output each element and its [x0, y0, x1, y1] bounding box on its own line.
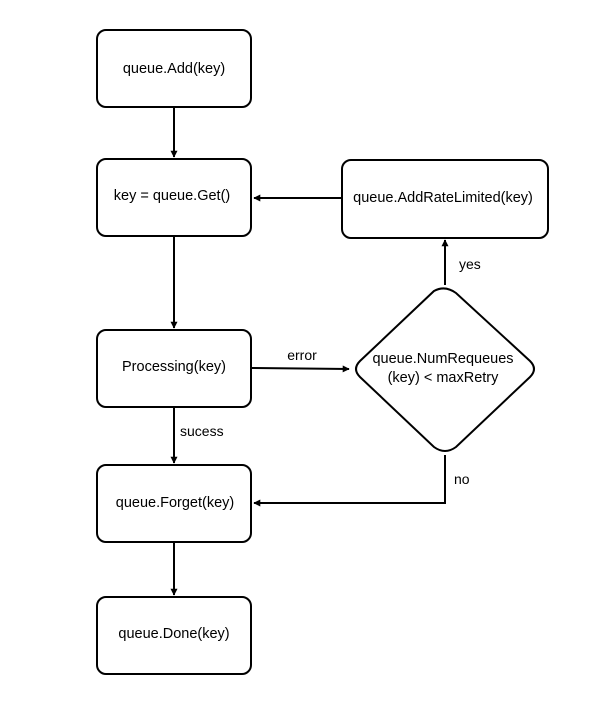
- node-decision-label-line2: (key) < maxRetry: [388, 370, 500, 386]
- node-done-label: queue.Done(key): [118, 626, 229, 642]
- edges: [170, 107, 449, 596]
- edge-label-error: error: [287, 347, 317, 363]
- node-forget: queue.Forget(key): [96, 464, 252, 543]
- edge-label-yes: yes: [459, 256, 481, 272]
- edge-processing-to-decision: [251, 365, 350, 373]
- node-processing-label: Processing(key): [122, 359, 226, 375]
- node-forget-box: [96, 464, 252, 543]
- node-done: queue.Done(key): [96, 596, 252, 675]
- node-add: queue.Add(key): [96, 29, 252, 108]
- node-processing: Processing(key): [96, 329, 252, 408]
- edge-decision-to-forget: [253, 455, 446, 507]
- node-processing-box: [96, 329, 252, 408]
- node-forget-label: queue.Forget(key): [116, 495, 234, 511]
- node-decision: queue.NumRequeues (key) < maxRetry: [355, 287, 535, 452]
- node-decision-label-line1: queue.NumRequeues: [372, 351, 513, 367]
- node-done-box: [96, 596, 252, 675]
- node-add-rate-limited: queue.AddRateLimited(key): [341, 159, 549, 239]
- node-add-label: queue.Add(key): [123, 61, 225, 77]
- edge-labels: error yes no sucess: [180, 256, 481, 487]
- edge-label-success: sucess: [180, 423, 224, 439]
- edge-label-no: no: [454, 471, 470, 487]
- node-get: key = queue.Get(): [96, 158, 252, 237]
- node-add-rate-limited-label: queue.AddRateLimited(key): [353, 190, 533, 206]
- node-add-rate-limited-box: [341, 159, 549, 239]
- node-decision-diamond: [355, 287, 535, 452]
- node-get-box: [96, 158, 252, 237]
- node-add-box: [96, 29, 252, 108]
- node-get-label: key = queue.Get(): [114, 188, 230, 204]
